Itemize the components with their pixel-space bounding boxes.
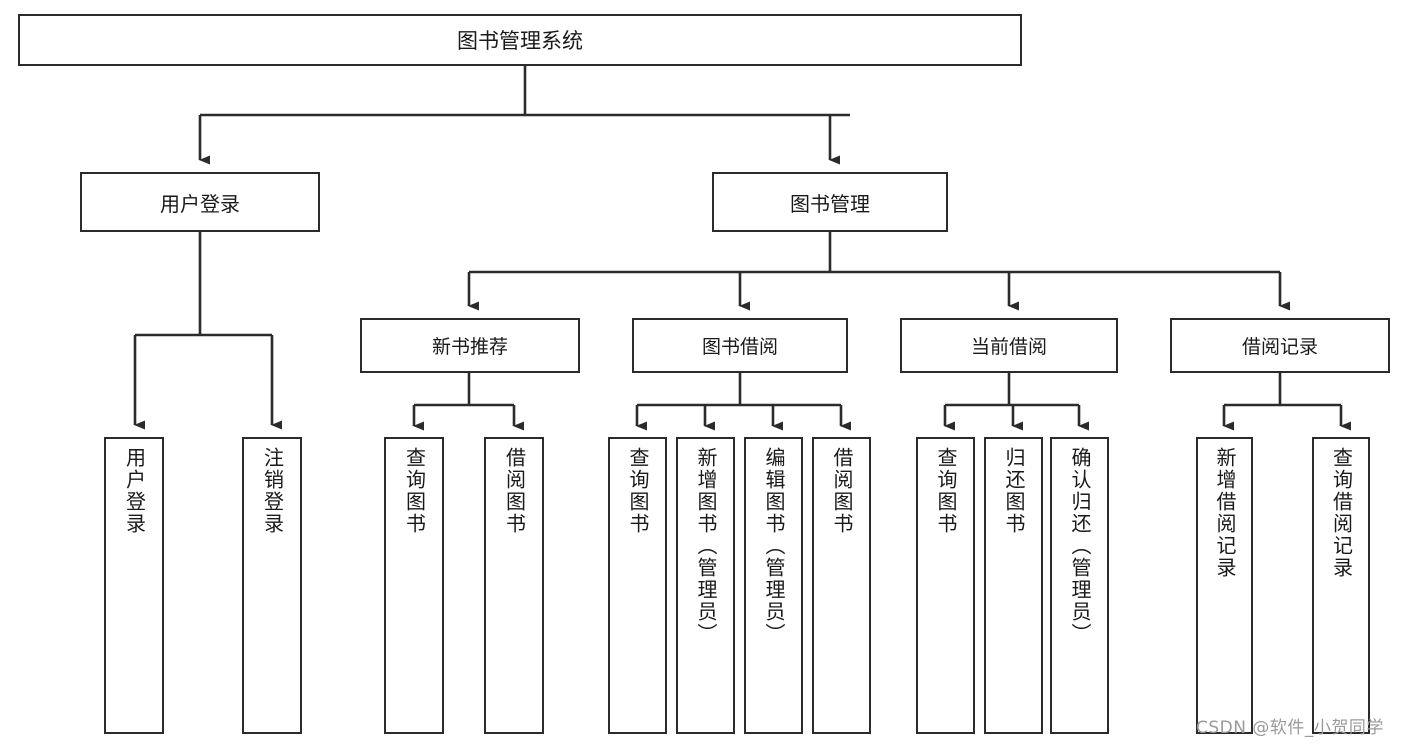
leaf-current-borrow-confirm[interactable]: 确认归还（管理员） xyxy=(1050,437,1109,734)
node-current-borrow-label: 当前借阅 xyxy=(970,336,1047,358)
node-book-borrow-label: 图书借阅 xyxy=(701,336,778,358)
leaf-current-borrow-confirm-label: 确认归还（管理员） xyxy=(1068,447,1092,645)
leaf-user-login-signin-label: 用户登录 xyxy=(122,447,147,535)
leaf-new-book-query[interactable]: 查询图书 xyxy=(384,437,444,734)
leaf-book-borrow-borrow[interactable]: 借阅图书 xyxy=(812,437,871,734)
leaf-new-book-query-label: 查询图书 xyxy=(402,447,427,535)
leaf-new-book-borrow[interactable]: 借阅图书 xyxy=(484,437,544,734)
leaf-borrow-record-add-label: 新增借阅记录 xyxy=(1213,447,1237,579)
leaf-book-borrow-query[interactable]: 查询图书 xyxy=(608,437,667,734)
leaf-user-login-signout[interactable]: 注销登录 xyxy=(242,437,302,734)
leaf-borrow-record-query-label: 查询借阅记录 xyxy=(1329,447,1354,579)
leaf-book-borrow-add[interactable]: 新增图书（管理员） xyxy=(676,437,735,734)
leaf-current-borrow-return-label: 归还图书 xyxy=(1002,447,1026,535)
node-current-borrow[interactable]: 当前借阅 xyxy=(900,318,1118,373)
leaf-book-borrow-edit-label: 编辑图书（管理员） xyxy=(762,447,786,645)
leaf-new-book-borrow-label: 借阅图书 xyxy=(502,447,527,535)
node-book-management-label: 图书管理 xyxy=(790,191,870,216)
leaf-book-borrow-query-label: 查询图书 xyxy=(626,447,650,535)
node-user-login[interactable]: 用户登录 xyxy=(80,172,320,232)
leaf-borrow-record-add[interactable]: 新增借阅记录 xyxy=(1196,437,1253,734)
node-borrow-record[interactable]: 借阅记录 xyxy=(1170,318,1390,373)
node-borrow-record-label: 借阅记录 xyxy=(1241,336,1318,358)
node-root-label: 图书管理系统 xyxy=(457,29,583,53)
node-root[interactable]: 图书管理系统 xyxy=(18,14,1022,66)
leaf-book-borrow-edit[interactable]: 编辑图书（管理员） xyxy=(744,437,803,734)
leaf-user-login-signout-label: 注销登录 xyxy=(260,447,285,535)
watermark: CSDN @软件_小贺同学 xyxy=(1196,718,1384,738)
node-new-book-recommend[interactable]: 新书推荐 xyxy=(360,318,580,373)
leaf-current-borrow-query-label: 查询图书 xyxy=(934,447,958,535)
leaf-book-borrow-borrow-label: 借阅图书 xyxy=(830,447,854,535)
node-user-login-label: 用户登录 xyxy=(160,191,240,216)
leaf-current-borrow-query[interactable]: 查询图书 xyxy=(916,437,975,734)
node-new-book-recommend-label: 新书推荐 xyxy=(431,336,508,358)
node-book-management[interactable]: 图书管理 xyxy=(712,172,948,232)
node-book-borrow[interactable]: 图书借阅 xyxy=(632,318,848,373)
leaf-user-login-signin[interactable]: 用户登录 xyxy=(104,437,164,734)
leaf-current-borrow-return[interactable]: 归还图书 xyxy=(984,437,1043,734)
leaf-book-borrow-add-label: 新增图书（管理员） xyxy=(694,447,718,645)
leaf-borrow-record-query[interactable]: 查询借阅记录 xyxy=(1312,437,1370,734)
